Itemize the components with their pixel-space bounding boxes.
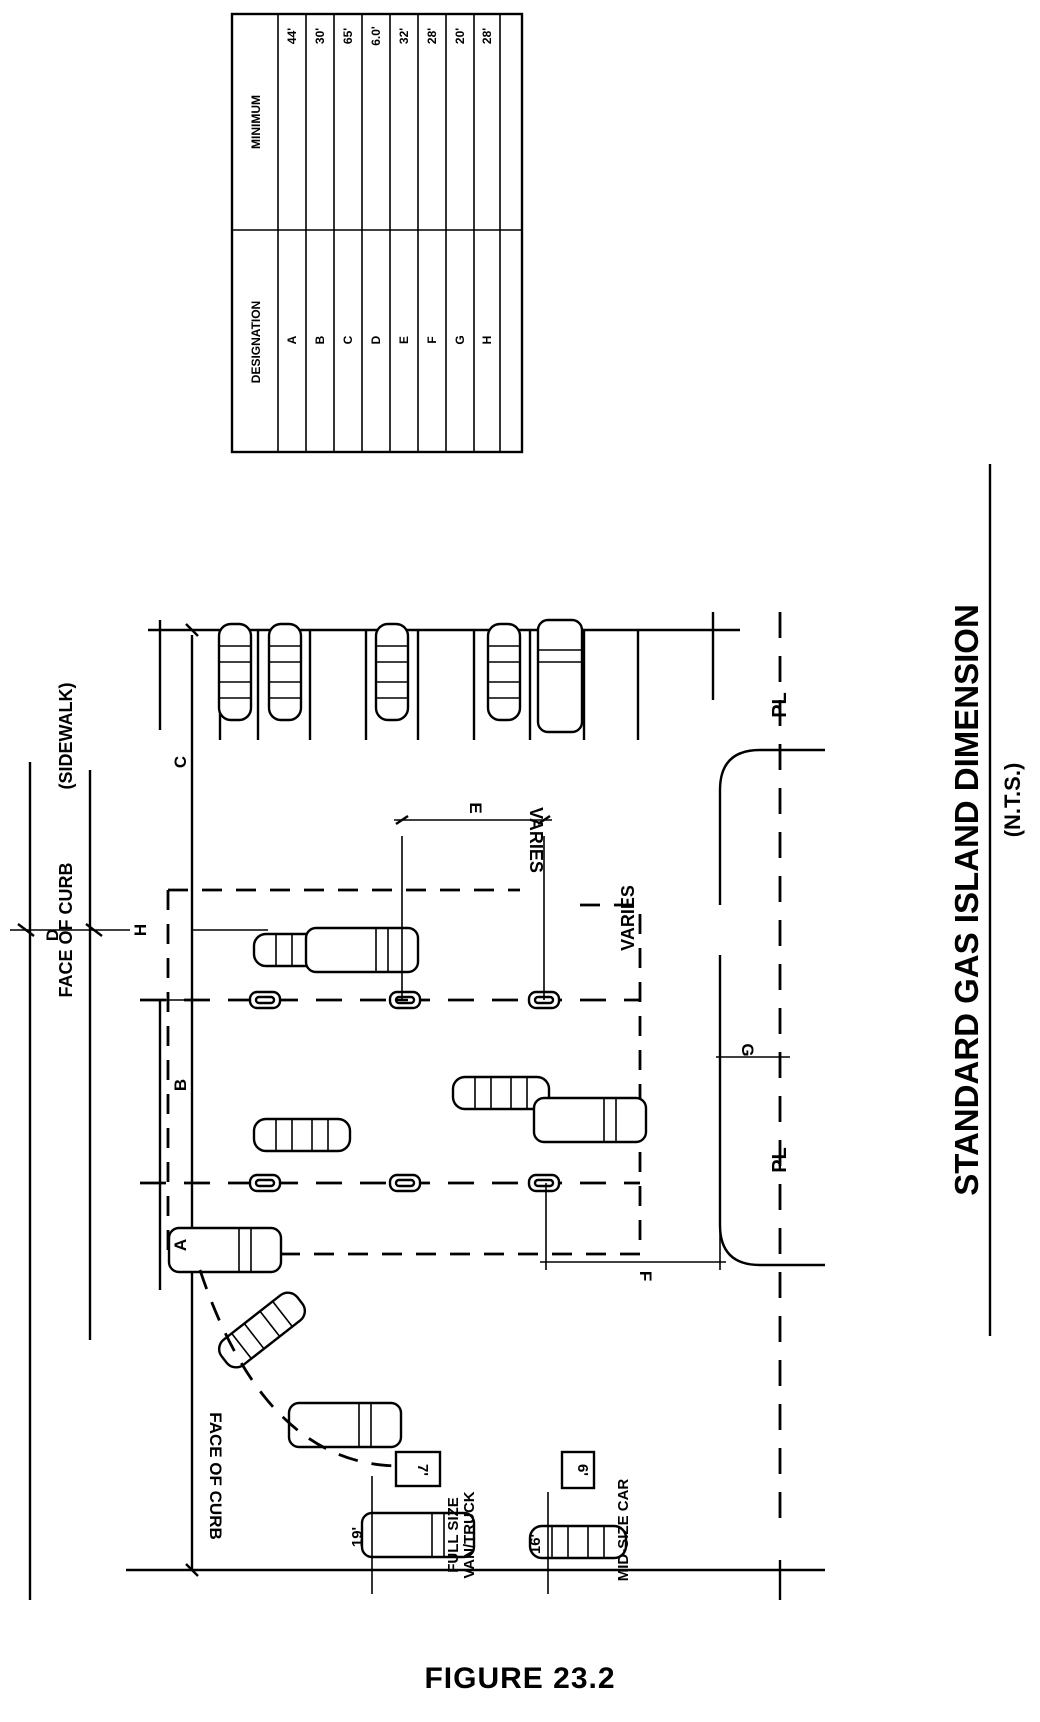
dimension-g-label: G <box>738 1043 757 1056</box>
table-cell-minimum: 65' <box>341 28 355 44</box>
vehicle-legend: 19' 7' FULL SIZE VAN/TRUCK 16' 6' MID-SI… <box>349 1450 632 1594</box>
truck-width-label: 7' <box>414 1464 431 1476</box>
table-cell-designation: B <box>313 335 327 344</box>
drawing-subtitle: (N.T.S.) <box>1000 763 1025 838</box>
dimension-a-label: A <box>171 1239 190 1251</box>
table-cell-minimum: 28' <box>425 28 439 44</box>
table-cell-minimum: 20' <box>453 28 467 44</box>
dimension-d-label: D <box>43 929 62 941</box>
dimension-h-label: H <box>131 924 150 936</box>
table-cell-minimum: 30' <box>313 28 327 44</box>
table-cell-minimum: 6.0' <box>369 26 383 46</box>
table-cell-designation: F <box>425 336 439 343</box>
table-cell-designation: A <box>285 335 299 344</box>
dimension-f-label: F <box>636 1271 655 1281</box>
table-cell-minimum: 32' <box>397 28 411 44</box>
table-cell-designation: D <box>369 335 383 344</box>
table-row: E 32' <box>397 28 411 344</box>
dimension-c-label: C <box>171 756 190 768</box>
varies-label: VARIES <box>526 807 546 873</box>
table-row: A 44' <box>285 28 299 345</box>
sidewalk-label: (SIDEWALK) <box>56 683 76 790</box>
figure-caption: FIGURE 23.2 <box>424 1662 616 1695</box>
table-header-designation: DESIGNATION <box>249 301 263 383</box>
dimension-table: DESIGNATION MINIMUM A 44' B 30' C 65' D … <box>230 12 524 454</box>
table-cell-designation: G <box>453 335 467 344</box>
table-cell-designation: C <box>341 335 355 344</box>
car-length-label: 16' <box>527 1534 544 1554</box>
table-row: D 6.0' <box>369 26 383 344</box>
car-label: MID-SIZE CAR <box>615 1479 632 1582</box>
truck-label: VAN/TRUCK <box>461 1491 478 1578</box>
varies-label: VARIES <box>618 885 638 951</box>
table-cell-minimum: 28' <box>480 28 494 44</box>
dimension-b-label: B <box>171 1079 190 1091</box>
centerline-label: PL <box>769 1147 791 1173</box>
plan-labels: FACE OF CURB (SIDEWALK) FACE OF CURB VAR… <box>43 683 791 1540</box>
table-row: H 28' <box>480 28 494 345</box>
table-row: B 30' <box>313 28 327 345</box>
table-row: G 20' <box>453 28 467 345</box>
title-block: STANDARD GAS ISLAND DIMENSION (N.T.S.) <box>948 464 1025 1336</box>
truck-label: FULL SIZE <box>445 1497 462 1573</box>
centerline-label: PL <box>769 692 791 718</box>
table-header-minimum: MINIMUM <box>249 95 263 149</box>
table-cell-minimum: 44' <box>285 28 299 44</box>
dimension-e-label: E <box>466 802 485 813</box>
truck-length-label: 19' <box>349 1527 366 1547</box>
face-of-curb-left-label: FACE OF CURB <box>206 1412 225 1540</box>
table-row: F 28' <box>425 28 439 344</box>
drawing-title: STANDARD GAS ISLAND DIMENSION <box>948 604 985 1196</box>
table-cell-designation: H <box>480 336 494 345</box>
site-plan <box>10 612 825 1600</box>
table-cell-designation: E <box>397 336 411 344</box>
table-row: C 65' <box>341 28 355 345</box>
car-width-label: 6' <box>574 1464 591 1476</box>
face-of-curb-top-label: FACE OF CURB <box>56 862 76 997</box>
